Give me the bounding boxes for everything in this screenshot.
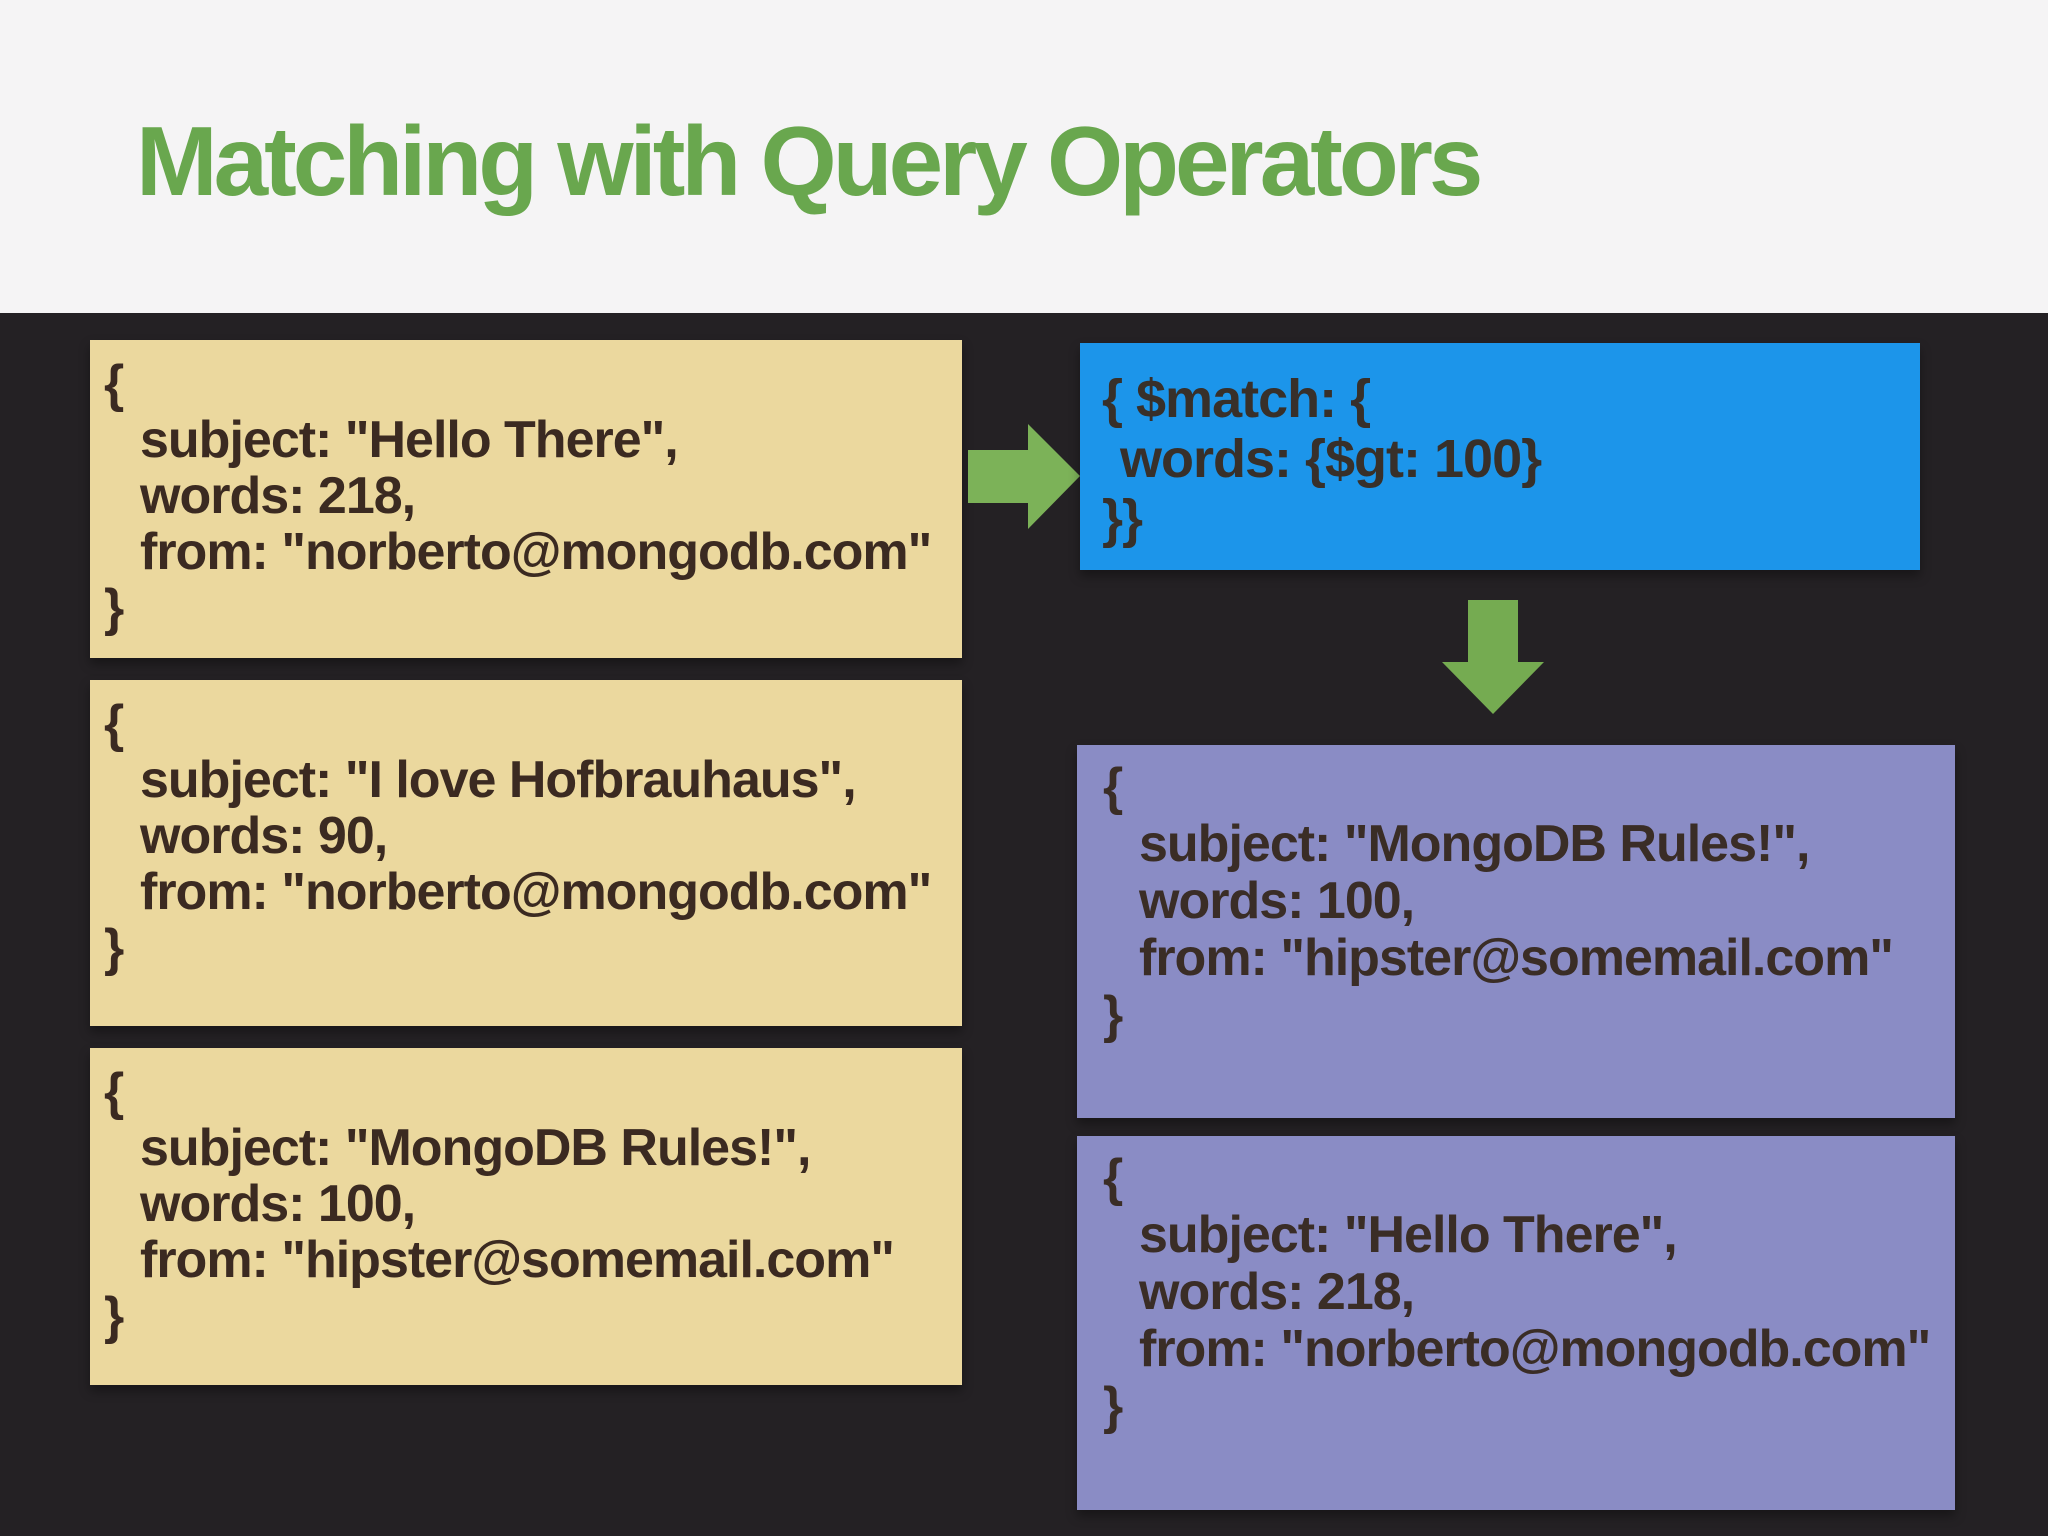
code-line: { — [1103, 758, 1123, 816]
code-line: words: 218, — [1139, 1263, 1415, 1321]
input-document-1: { subject: "Hello There", words: 218, fr… — [90, 340, 962, 658]
code-line: from: "norberto@mongodb.com" — [1139, 1320, 1931, 1378]
code-line: { — [1103, 1149, 1123, 1207]
slide-header: Matching with Query Operators — [0, 0, 2048, 313]
right-arrow-icon — [968, 424, 1080, 529]
code-line: { — [104, 695, 124, 753]
code-line: } — [104, 1287, 124, 1345]
code-line: subject: "MongoDB Rules!", — [1139, 815, 1810, 873]
code-line: subject: "MongoDB Rules!", — [140, 1119, 811, 1177]
down-arrow-icon — [1442, 600, 1544, 714]
output-document-2: { subject: "Hello There", words: 218, fr… — [1077, 1136, 1955, 1510]
code-line: } — [104, 919, 124, 977]
code-line: words: 218, — [140, 467, 416, 525]
arrow-shaft — [968, 450, 1030, 503]
input-document-2: { subject: "I love Hofbrauhaus", words: … — [90, 680, 962, 1026]
arrow-head — [1028, 424, 1080, 529]
output-document-1: { subject: "MongoDB Rules!", words: 100,… — [1077, 745, 1955, 1118]
input-document-3: { subject: "MongoDB Rules!", words: 100,… — [90, 1048, 962, 1385]
code-line: { — [104, 1063, 124, 1121]
arrow-head — [1442, 662, 1544, 714]
code-line: from: "norberto@mongodb.com" — [140, 523, 932, 581]
code-line: { — [104, 355, 124, 413]
match-stage-box: { $match: { words: {$gt: 100} }} — [1080, 343, 1920, 570]
code-line: } — [1103, 1377, 1123, 1435]
code-line: words: 90, — [140, 807, 388, 865]
code-line: subject: "I love Hofbrauhaus", — [140, 751, 857, 809]
code-line: words: 100, — [140, 1175, 416, 1233]
code-line: subject: "Hello There", — [1139, 1206, 1678, 1264]
code-line: }} — [1102, 489, 1143, 549]
code-line: words: 100, — [1139, 872, 1415, 930]
page-title: Matching with Query Operators — [136, 106, 1483, 216]
code-line: { $match: { — [1102, 369, 1371, 429]
code-line: from: "hipster@somemail.com" — [140, 1231, 895, 1289]
code-line: from: "norberto@mongodb.com" — [140, 863, 932, 921]
code-line: subject: "Hello There", — [140, 411, 679, 469]
code-line: words: {$gt: 100} — [1120, 429, 1542, 489]
arrow-shaft — [1468, 600, 1518, 662]
code-line: } — [104, 579, 124, 637]
code-line: } — [1103, 986, 1123, 1044]
code-line: from: "hipster@somemail.com" — [1139, 929, 1894, 987]
